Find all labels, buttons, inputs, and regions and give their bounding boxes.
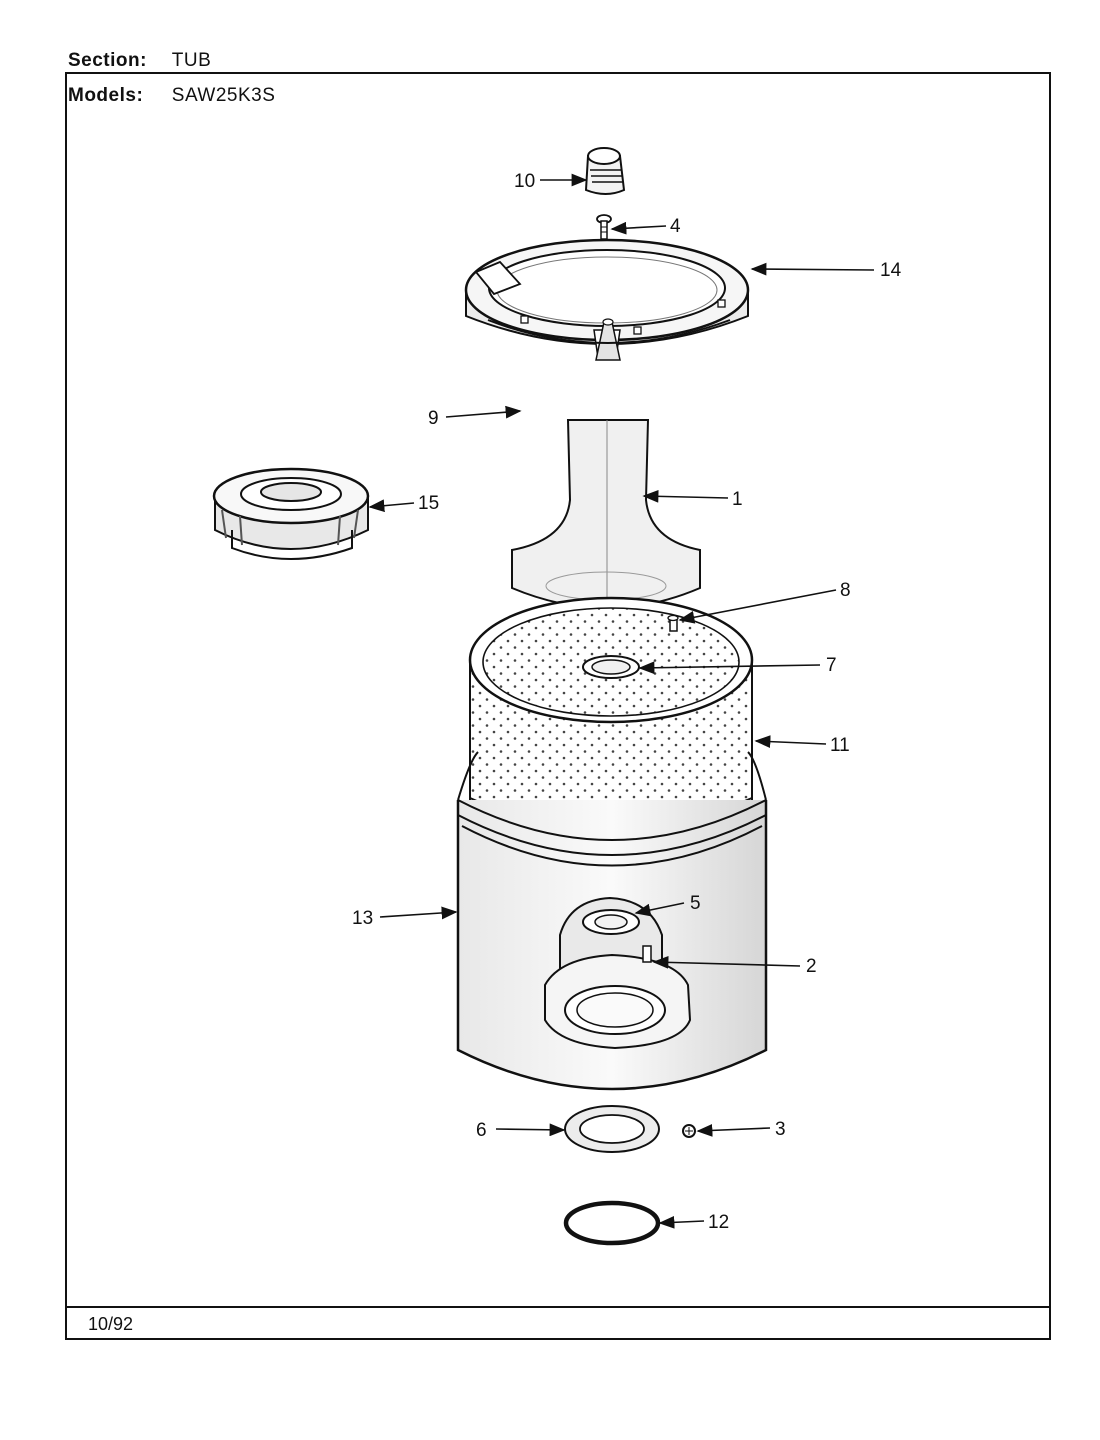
callout-8: 8 [840,580,851,601]
callout-3: 3 [775,1119,786,1140]
leader-1 [642,489,729,503]
part-1-agitator [511,419,701,609]
part-4-bolt [596,214,612,240]
section-row: Section: TUB [68,50,211,72]
models-label: Models: [68,85,144,106]
callout-13: 13 [352,908,373,929]
part-15-dispenser [212,467,370,560]
callout-7: 7 [826,655,837,676]
leader-3 [696,1124,771,1137]
callout-9: 9 [428,408,439,429]
callout-15: 15 [418,493,439,514]
section-label: Section: [68,50,147,71]
leader-6 [495,1123,566,1137]
leader-2 [652,955,801,969]
part-2-hub [544,945,692,1050]
part-6-gasket [564,1105,660,1153]
leader-14 [750,262,875,276]
leader-9 [445,405,522,419]
callout-6: 6 [476,1120,487,1141]
revision-date: 10/92 [88,1314,134,1334]
models-value: SAW25K3S [171,85,276,106]
part-10-cap [584,147,626,195]
part-5-bearing [559,896,663,976]
leader-7 [638,661,821,675]
part-3-screw [682,1124,696,1138]
leader-11 [754,735,827,749]
callout-1: 1 [732,489,743,510]
leader-12 [658,1215,705,1229]
callout-12: 12 [708,1212,729,1233]
leader-15 [368,499,415,513]
drawing-frame [65,72,1051,1340]
part-8-screw [667,614,679,632]
models-row: Models: SAW25K3S [68,85,275,107]
callout-2: 2 [806,956,817,977]
leader-13 [379,906,458,920]
callout-14: 14 [880,260,902,281]
callout-4: 4 [670,216,681,237]
part-14-tub-cover [464,238,750,361]
callout-10: 10 [514,171,535,192]
part-12-ring [563,1200,661,1246]
leader-4 [610,221,667,235]
leader-8 [678,589,837,624]
callout-leaders [368,173,875,1229]
leader-5 [634,902,685,917]
callout-5: 5 [690,893,701,914]
callout-11: 11 [830,735,850,756]
section-value: TUB [171,50,212,71]
